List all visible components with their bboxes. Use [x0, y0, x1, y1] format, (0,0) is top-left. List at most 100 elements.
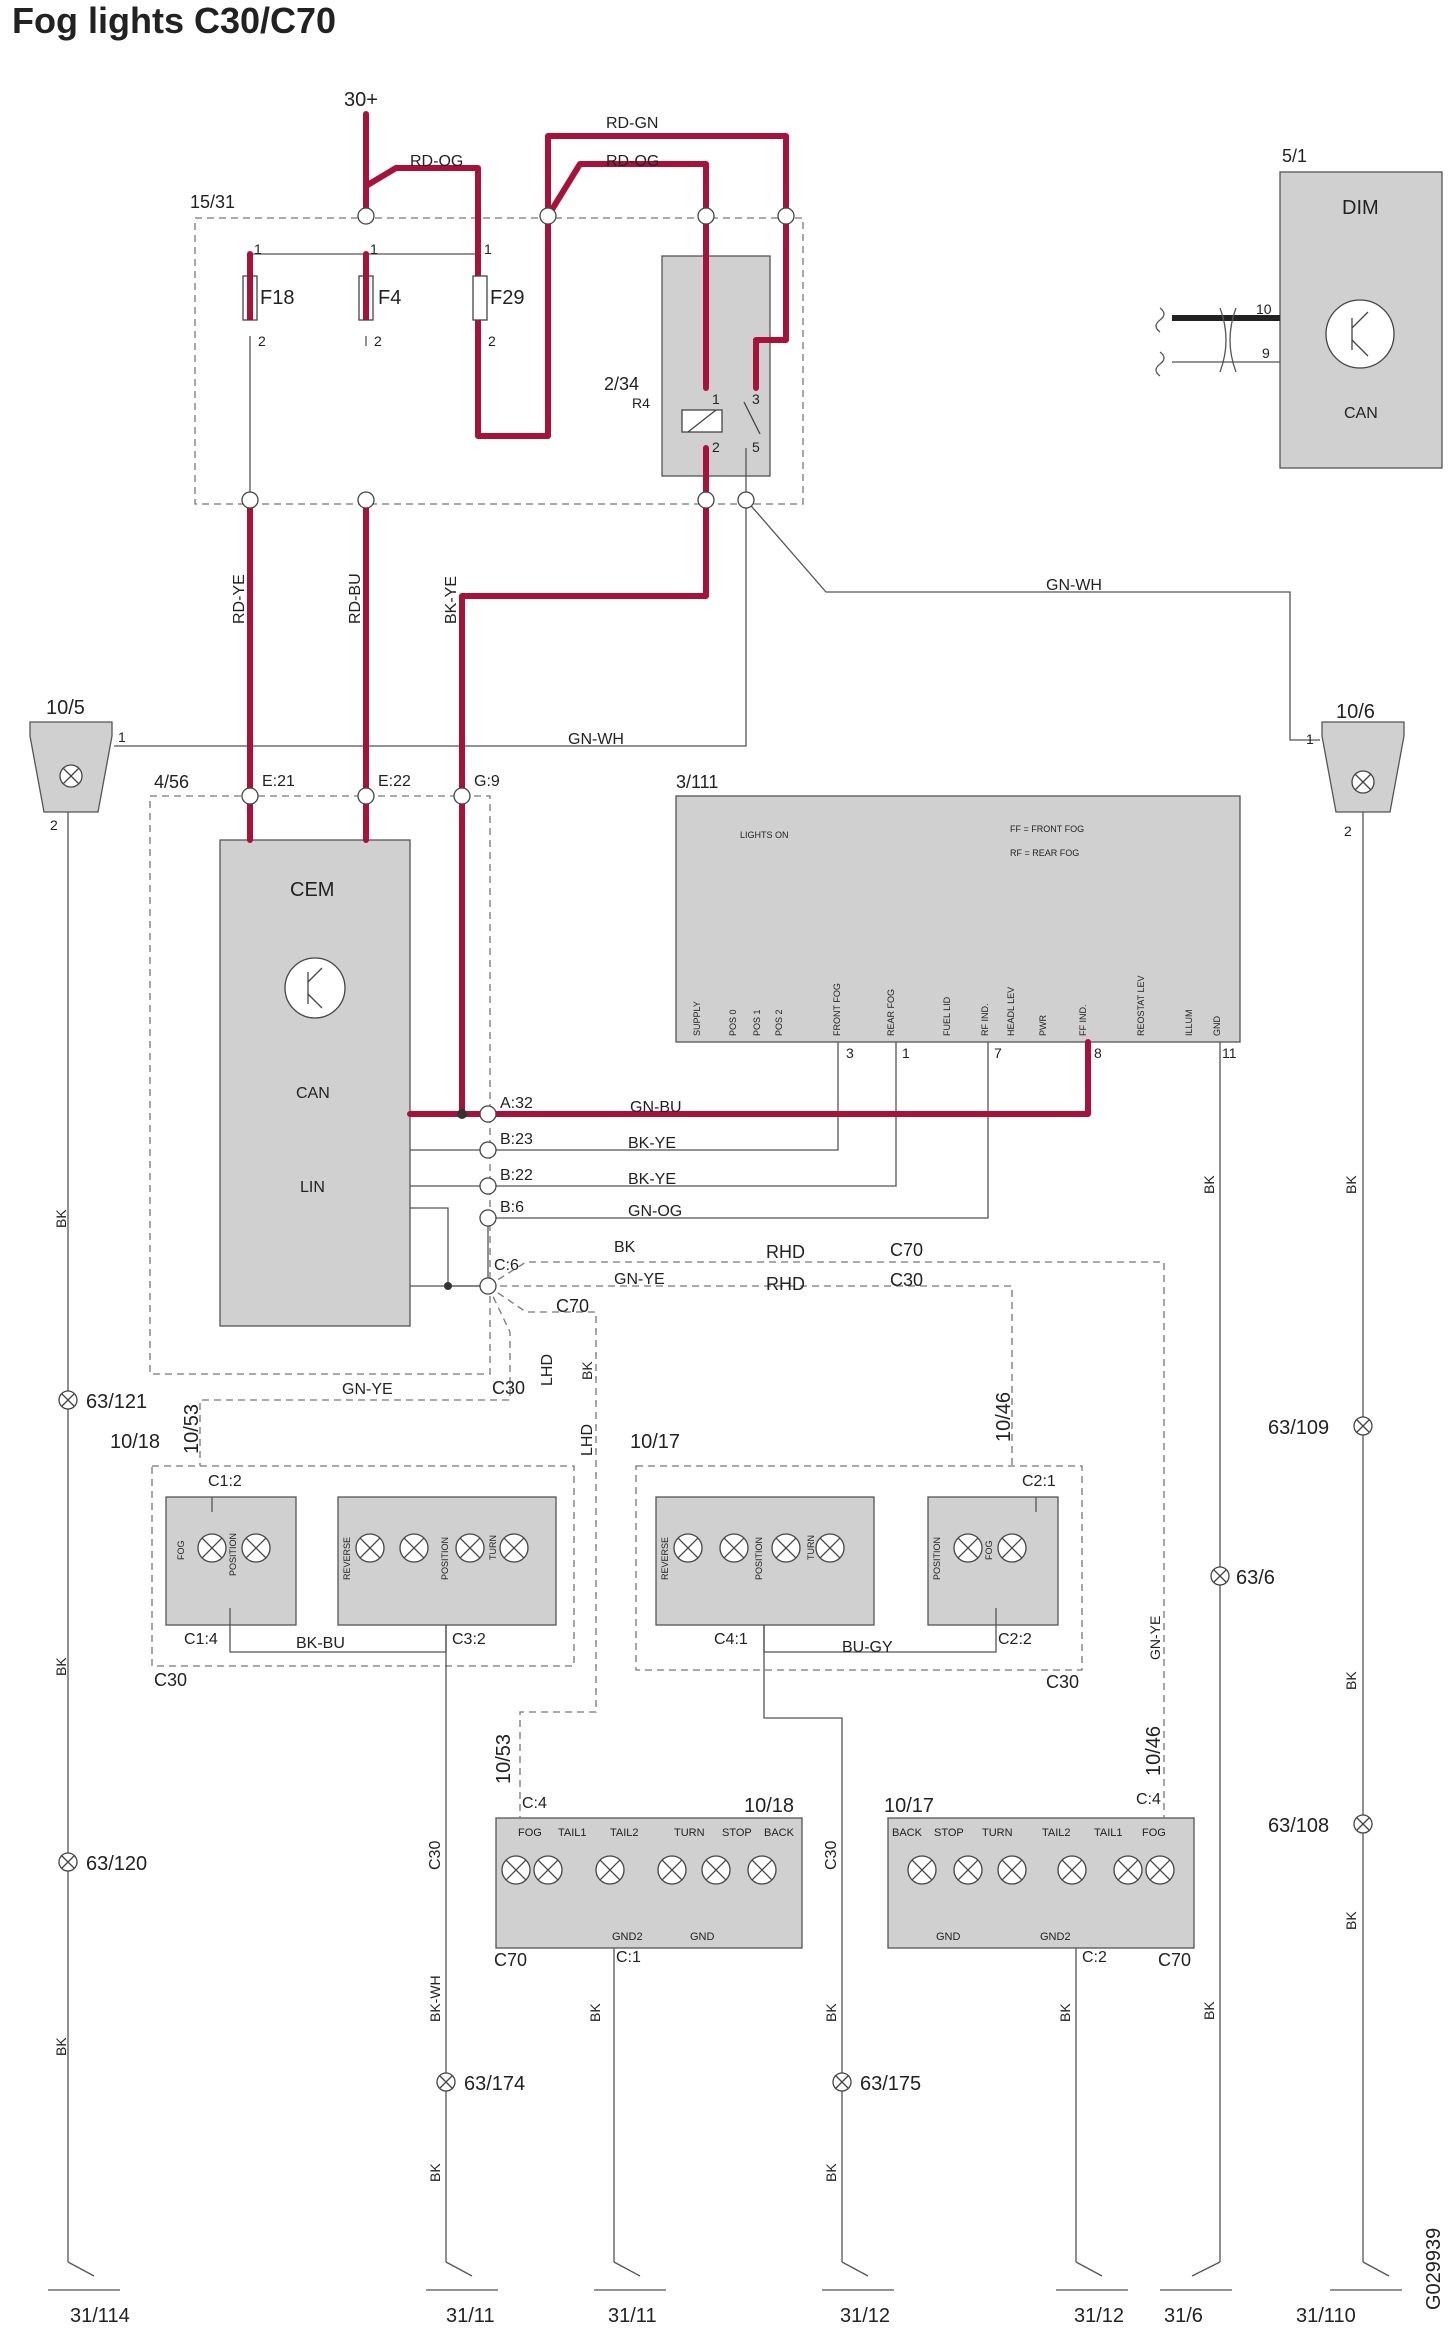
switch-terminal-label: FRONT FOG: [832, 983, 842, 1036]
wire-rd-og-1: RD-OG: [410, 153, 463, 170]
pin-c1: C:1: [616, 1949, 641, 1966]
switch-terminal-label: POS 2: [774, 1009, 784, 1036]
wire-bk-bu: BK-BU: [296, 1635, 345, 1652]
splice-63-109: 63/109: [1268, 1417, 1329, 1439]
wire-gn-og: GN-OG: [628, 1203, 682, 1220]
switch-pin7: 7: [994, 1045, 1002, 1061]
switch-terminal-label: FUEL LID: [942, 996, 952, 1036]
fog-left-pin1: 1: [118, 729, 126, 745]
relay-module: [661, 255, 771, 477]
c70-right-id: 10/17: [884, 1795, 934, 1817]
relay-pin5: 5: [752, 439, 760, 455]
fog-left-id: 10/5: [46, 697, 85, 719]
ground-31-6: 31/6: [1164, 2305, 1203, 2327]
nodes: [241, 207, 795, 1295]
switch-pin3: 3: [846, 1045, 854, 1061]
variant-c30-4: C30: [823, 1841, 840, 1870]
pin-c1-4: C1:4: [184, 1631, 218, 1648]
ground-31-114: 31/114: [70, 2305, 130, 2327]
switch-pin8: 8: [1094, 1045, 1102, 1061]
switch-rf: RF = REAR FOG: [1010, 848, 1079, 858]
switch-pin11: 11: [1222, 1045, 1237, 1061]
wire-bk-c2: BK: [1057, 2003, 1073, 2022]
lamp-bulbs: [197, 1533, 1175, 1885]
wire-rd-ye: RD-YE: [231, 574, 248, 624]
switch-terminal-label: HEADL LEV: [1006, 987, 1016, 1036]
relay-id: 2/34: [604, 374, 639, 394]
page-title: Fog lights C30/C70: [12, 0, 337, 41]
relay-internals: [681, 401, 761, 435]
pin-c6: C:6: [494, 1257, 519, 1274]
c70-right-lamp-unit: [887, 1817, 1195, 1949]
variant-c70-1: C70: [890, 1240, 923, 1260]
wire-bk-r2: BK: [1343, 1671, 1359, 1690]
wire-bk-lhd: BK: [579, 1361, 595, 1380]
wire-bu-gy: BU-GY: [842, 1639, 893, 1656]
switch-terminal-label: REAR FOG: [886, 989, 896, 1036]
wire-bk-ye-vert: BK-YE: [443, 576, 460, 624]
fusebox-id: 15/31: [190, 192, 235, 212]
wire-bk-r3: BK: [1343, 1911, 1359, 1930]
conn-10-53-top: 10/53: [181, 1404, 203, 1454]
lbl-gnd2-c70l: GND2: [612, 1931, 643, 1943]
conn-10-53-bottom: 10/53: [493, 1734, 515, 1784]
wire-bk-174: BK: [427, 2163, 443, 2182]
f4-pin2: 2: [374, 333, 382, 349]
variant-c30-lamp17: C30: [1046, 1672, 1079, 1692]
pin-e21: E:21: [262, 773, 295, 790]
lbl-stop-c70l: STOP: [722, 1827, 752, 1839]
variant-c70-2: C70: [556, 1296, 589, 1316]
cem-can: CAN: [296, 1085, 330, 1102]
lbl-tail2-c70r: TAIL2: [1042, 1827, 1071, 1839]
lbl-tail1-c70r: TAIL1: [1094, 1827, 1123, 1839]
switch-terminal-label: REOSTAT LEV: [1136, 975, 1146, 1036]
relay-pin2: 2: [712, 439, 720, 455]
lamp-10-18-id: 10/18: [110, 1431, 160, 1453]
fog-right-pin2: 2: [1344, 823, 1352, 839]
wire-gn-ye-left: GN-YE: [342, 1381, 393, 1398]
wire-gn-ye-c6: GN-YE: [614, 1271, 665, 1288]
lamp-10-17-boundary: [635, 1465, 1083, 1671]
cem-icons: [284, 957, 346, 1019]
wire-bk-wh: BK-WH: [427, 1975, 443, 2022]
lbl-turn-17: TURN: [806, 1535, 816, 1560]
dim-can: CAN: [1344, 405, 1378, 422]
fog-right-pin1: 1: [1306, 731, 1314, 747]
ground-31-12-a: 31/12: [840, 2305, 890, 2327]
dim-id: 5/1: [1282, 146, 1307, 166]
lbl-rev-18: REVERSE: [342, 1537, 352, 1580]
pin-c2: C:2: [1082, 1949, 1107, 1966]
variant-rhd-2: RHD: [766, 1274, 805, 1294]
switch-terminal-label: PWR: [1038, 1015, 1048, 1036]
fusebox-boundary: [194, 217, 804, 505]
conn-10-46-top: 10/46: [993, 1392, 1015, 1442]
splice-63-121: 63/121: [86, 1391, 147, 1413]
pin-b23: B:23: [500, 1131, 533, 1148]
fog-right-id: 10/6: [1336, 701, 1375, 723]
dim-pin10: 10: [1256, 301, 1272, 317]
lbl-fog-c70l: FOG: [518, 1827, 542, 1839]
dim-name: DIM: [1342, 197, 1379, 219]
supply-label: 30+: [344, 89, 378, 111]
figure-id: G029939: [1423, 2228, 1445, 2310]
ground-31-12-b: 31/12: [1074, 2305, 1124, 2327]
conn-10-46-bottom: 10/46: [1143, 1726, 1165, 1776]
wire-bk-ye-b22: BK-YE: [628, 1171, 676, 1188]
lamp-10-17-id: 10/17: [630, 1431, 680, 1453]
lbl-pos2-18: POSITION: [440, 1537, 450, 1580]
pin-c3-2: C3:2: [452, 1631, 486, 1648]
switch-terminal-label: SUPPLY: [692, 1001, 702, 1036]
splice-63-108: 63/108: [1268, 1815, 1329, 1837]
variant-c30-3: C30: [427, 1841, 444, 1870]
wire-gn-wh-left: GN-WH: [568, 731, 624, 748]
switch-id: 3/111: [676, 772, 718, 792]
pin-b6: B:6: [500, 1199, 524, 1216]
lbl-gnd-c70l: GND: [690, 1931, 715, 1943]
switch-terminal-label: GND: [1212, 1016, 1222, 1037]
lbl-fog-c70r: FOG: [1142, 1827, 1166, 1839]
lbl-fog-17: FOG: [984, 1541, 994, 1561]
lbl-turn-c70l: TURN: [674, 1827, 705, 1839]
switch-terminal-label: POS 0: [728, 1009, 738, 1036]
